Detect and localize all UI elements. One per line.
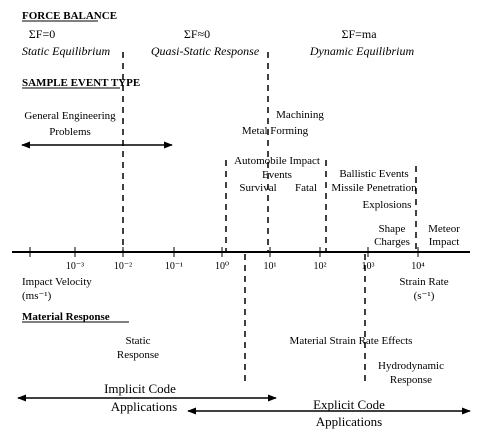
strain-rate-label: Strain Rate [399, 276, 448, 288]
machining-label: Machining [276, 109, 324, 121]
meteor-impact-line1: Meteor [428, 223, 460, 235]
explicit-code-line1: Explicit Code [313, 397, 385, 412]
strain-rate-unit: (s⁻¹) [414, 290, 435, 302]
tick-label-1e4: 10⁴ [411, 261, 425, 272]
tick-label-1e3: 10³ [362, 261, 375, 272]
implicit-code-line2: Applications [111, 399, 177, 414]
static-response-line2: Response [117, 349, 159, 361]
dynamic-equation: ΣF=ma [341, 27, 377, 41]
force-balance-heading: FORCE BALANCE [22, 10, 117, 22]
automobile-impact-line1: Automobile Impact [234, 155, 320, 167]
tick-label-1e-3: 10⁻³ [66, 261, 84, 272]
sample-event-heading: SAMPLE EVENT TYPE [22, 77, 140, 89]
static-equilibrium-label: Static Equilibrium [22, 44, 111, 58]
tick-label-1e-1: 10⁻¹ [165, 261, 183, 272]
general-engineering-line1: General Engineering [24, 110, 116, 122]
survival-label: Survival [239, 182, 276, 194]
hydrodynamic-line1: Hydrodynamic [378, 360, 444, 372]
shape-charges-line2: Charges [374, 236, 410, 248]
automobile-impact-line2: Events [262, 169, 292, 181]
shape-charges-line1: Shape [379, 223, 406, 235]
tick-label-1e0: 10⁰ [215, 261, 229, 272]
ballistic-events-label: Ballistic Events [339, 168, 408, 180]
meteor-impact-line2: Impact [429, 236, 460, 248]
quasi-static-equation: ΣF≈0 [184, 27, 210, 41]
impact-velocity-unit: (ms⁻¹) [22, 290, 52, 302]
general-engineering-line2: Problems [49, 126, 91, 138]
quasi-static-label: Quasi-Static Response [151, 44, 260, 58]
hydrodynamic-line2: Response [390, 374, 432, 386]
implicit-code-line1: Implicit Code [104, 381, 176, 396]
metal-forming-label: Metal Forming [242, 125, 309, 137]
fatal-label: Fatal [295, 182, 317, 194]
explosions-label: Explosions [363, 199, 412, 211]
tick-label-1e2: 10² [314, 261, 327, 272]
tick-label-1e1: 10¹ [264, 261, 277, 272]
dynamic-equilibrium-label: Dynamic Equilibrium [309, 44, 415, 58]
static-response-line1: Static [125, 335, 150, 347]
impact-velocity-label: Impact Velocity [22, 276, 92, 288]
missile-penetration-label: Missile Penetration [331, 182, 417, 194]
tick-label-1e-2: 10⁻² [114, 261, 132, 272]
strain-rate-effects-label: Material Strain Rate Effects [290, 335, 413, 347]
explicit-code-line2: Applications [316, 414, 382, 429]
material-response-heading: Material Response [22, 311, 110, 323]
static-equation: ΣF=0 [29, 27, 55, 41]
